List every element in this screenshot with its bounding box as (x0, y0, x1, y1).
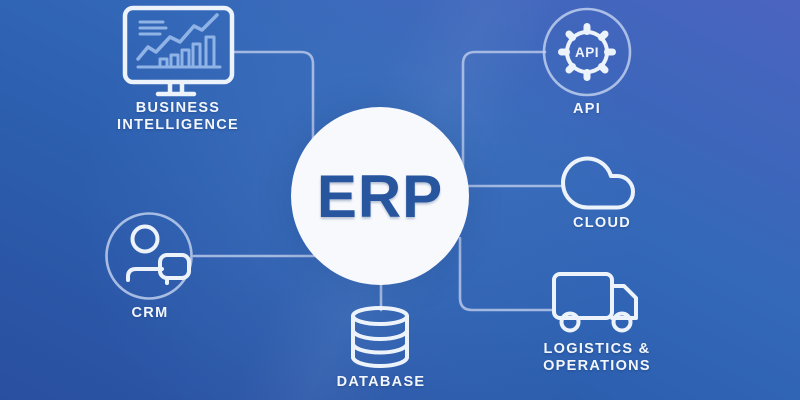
connector-logistics-erp (458, 236, 555, 312)
label-line: INTELLIGENCE (117, 117, 239, 133)
node-label-logistics-operations: LOGISTICS & OPERATIONS (507, 341, 687, 375)
label-line: BUSINESS (135, 100, 221, 116)
database-cylinder-icon (351, 306, 409, 368)
truck-icon (552, 272, 638, 333)
gear-api-icon: API (542, 7, 632, 97)
node-label-crm: CRM (100, 305, 200, 322)
label-line: OPERATIONS (543, 358, 651, 374)
erp-label: ERP (316, 162, 444, 230)
node-label-business-intelligence: BUSINESS INTELLIGENCE (78, 100, 278, 134)
monitor-chart-icon (122, 5, 235, 97)
label-line: API (572, 101, 602, 117)
node-label-database: DATABASE (301, 374, 461, 391)
node-label-api: API (537, 101, 637, 118)
label-line: CLOUD (572, 215, 632, 231)
node-label-cloud: CLOUD (542, 215, 662, 232)
label-line: CRM (131, 305, 169, 321)
cloud-icon (561, 156, 635, 210)
label-line: DATABASE (336, 374, 426, 390)
gear-api-inner-text: API (575, 45, 599, 60)
person-chat-icon (105, 212, 193, 300)
label-line: LOGISTICS & (543, 341, 651, 357)
connector-api-erp (461, 50, 547, 177)
erp-center-node: ERP (291, 107, 469, 285)
connector-business-intelligence-erp (231, 50, 315, 152)
